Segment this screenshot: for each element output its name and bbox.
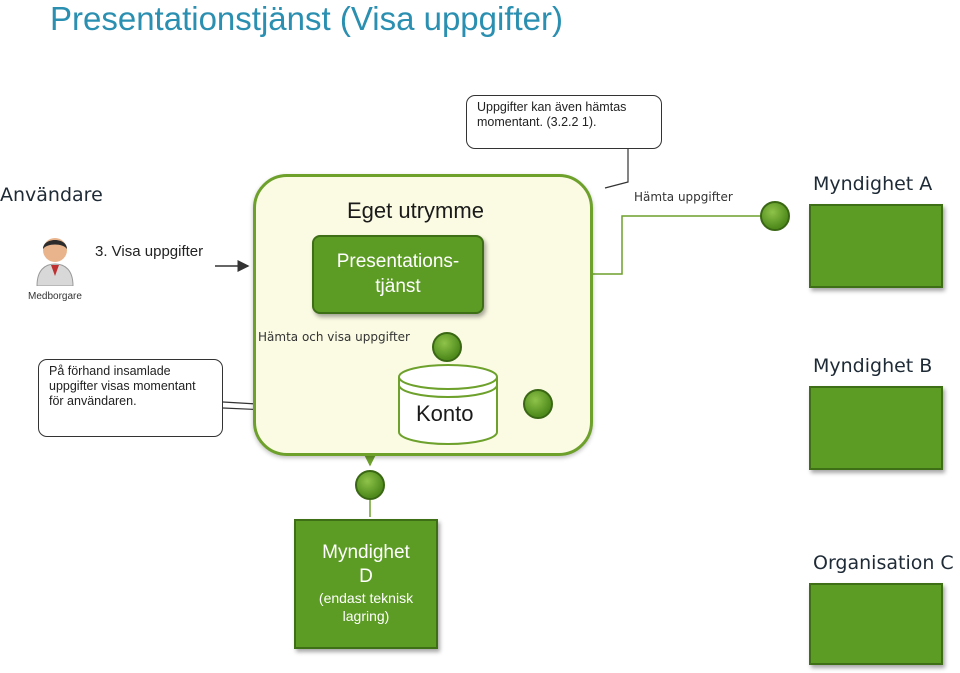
callout-momentant: Uppgifter kan även hämtas momentant. (3.… — [466, 95, 662, 149]
port-myndighet-d — [355, 470, 385, 500]
org-c-box[interactable] — [809, 583, 943, 665]
agency-d-box[interactable]: Myndighet D (endast teknisk lagring) — [294, 519, 438, 649]
agency-b-box[interactable] — [809, 386, 943, 470]
agency-a-box[interactable] — [809, 204, 943, 288]
person-caption: Medborgare — [28, 291, 82, 302]
page-title: Presentationstjänst (Visa uppgifter) — [50, 0, 563, 37]
callout-top-pointer — [604, 149, 629, 189]
port-database-right — [523, 389, 553, 419]
agency-a-label: Myndighet A — [813, 173, 933, 195]
fetch-show-label: Hämta och visa uppgifter — [258, 330, 410, 344]
agency-d-label: Myndighet D — [322, 542, 410, 587]
fetch-label: Hämta uppgifter — [634, 190, 733, 204]
presentation-service-box[interactable]: Presentations- tjänst — [312, 235, 484, 314]
presentation-service-label: Presentations- tjänst — [336, 251, 460, 297]
callout-preloaded-text: På förhand insamlade uppgifter visas mom… — [49, 364, 196, 408]
user-action-label: 3. Visa uppgifter — [95, 243, 204, 260]
port-presentation-bottom — [432, 332, 462, 362]
callout-preloaded: På förhand insamlade uppgifter visas mom… — [38, 359, 223, 437]
callout-momentant-text: Uppgifter kan även hämtas momentant. (3.… — [477, 100, 627, 129]
account-database-label: Konto — [416, 401, 474, 426]
agency-b-label: Myndighet B — [813, 355, 933, 377]
agency-d-note: (endast teknisk lagring) — [318, 590, 414, 624]
user-heading: Användare — [0, 184, 103, 206]
account-database[interactable]: Konto — [398, 364, 498, 446]
port-myndighet-a — [760, 201, 790, 231]
own-space-title: Eget utrymme — [347, 198, 484, 223]
org-c-label: Organisation C — [813, 552, 954, 574]
person-icon — [33, 232, 77, 287]
